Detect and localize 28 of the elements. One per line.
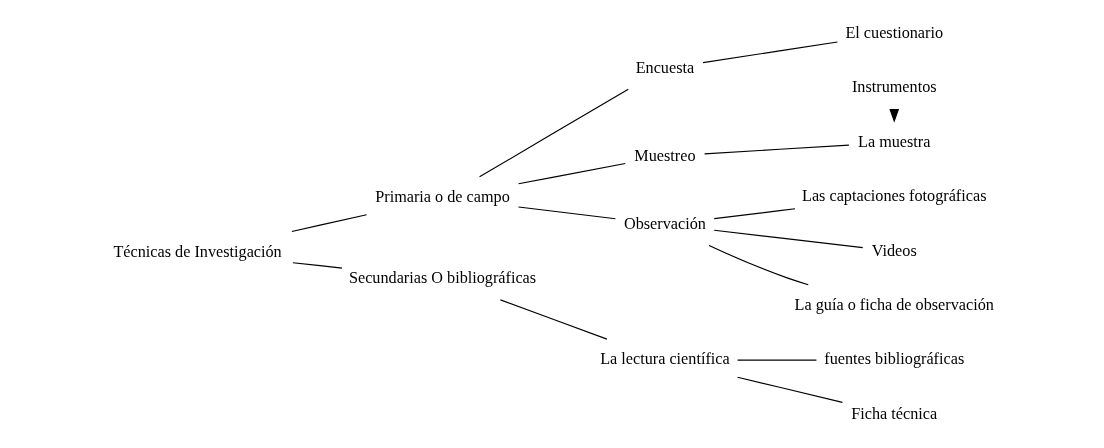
node-text: Muestreo: [634, 146, 696, 165]
connector: [702, 41, 838, 64]
node-text: La lectura científica: [600, 350, 730, 369]
node-text: Videos: [871, 241, 917, 260]
connector: [479, 88, 629, 178]
connector: [713, 208, 796, 220]
node-text: Instrumentos: [851, 78, 937, 97]
node-text: Encuesta: [635, 58, 695, 77]
connector: [292, 262, 343, 269]
node-text: La muestra: [858, 132, 931, 151]
connector: [517, 206, 616, 220]
connector: [704, 144, 850, 155]
node-text: Ficha técnica: [851, 404, 938, 423]
connector: [713, 229, 864, 249]
connector: [737, 359, 817, 361]
node-text: Observación: [623, 214, 706, 233]
node-text: La guía o ficha de observación: [794, 295, 994, 314]
node-text: Técnicas de Investigación: [113, 242, 282, 261]
node-text: fuentes bibliográficas: [824, 350, 965, 369]
node-text: Primaria o de campo: [375, 188, 510, 207]
connector: [291, 214, 368, 233]
connector: [737, 376, 843, 403]
connector: [517, 162, 626, 185]
connector: [499, 299, 608, 340]
connector: [708, 244, 809, 286]
node-text: El cuestionario: [845, 23, 944, 42]
node-text: Las captaciones fotográficas: [802, 187, 987, 206]
node-text: Secundarias O bibliográficas: [348, 269, 537, 288]
